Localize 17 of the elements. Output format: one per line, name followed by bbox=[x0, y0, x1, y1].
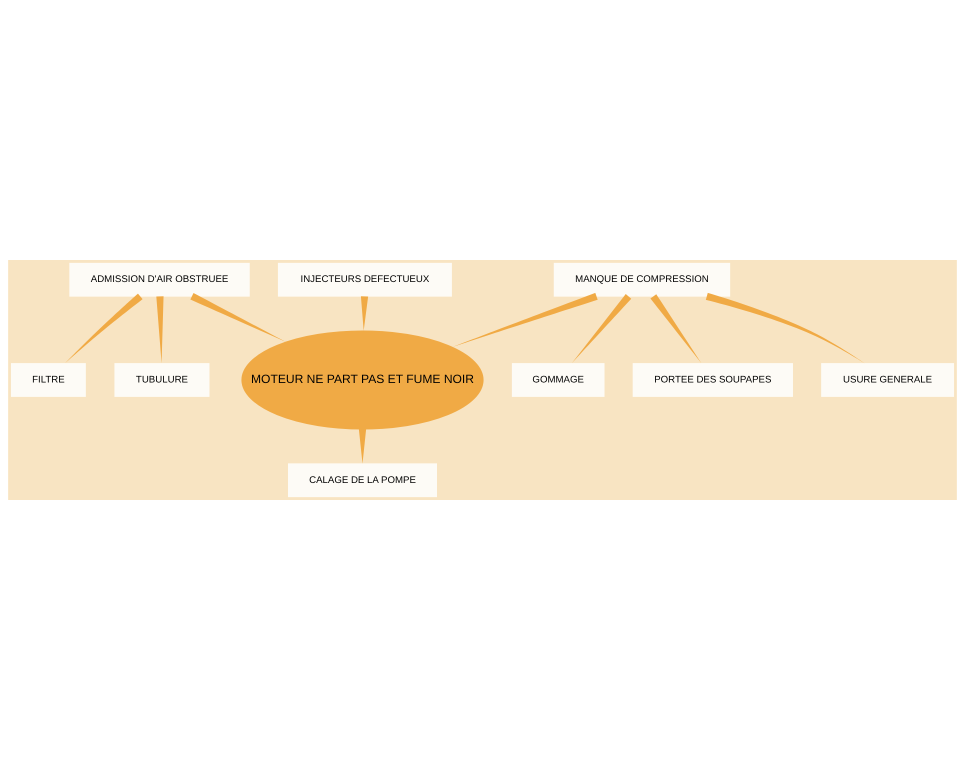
node-box: ADMISSION D'AIR OBSTRUEE bbox=[69, 262, 250, 297]
node-box: FILTRE bbox=[10, 363, 86, 397]
connector bbox=[706, 292, 865, 364]
node-ellipse: MOTEUR NE PART PAS ET FUME NOIR bbox=[241, 330, 484, 430]
node-box: CALAGE DE LA POMPE bbox=[288, 463, 437, 498]
connector bbox=[190, 293, 286, 342]
node-box: MANQUE DE COMPRESSION bbox=[554, 262, 730, 297]
node-box: GOMMAGE bbox=[512, 363, 605, 397]
connector bbox=[360, 296, 368, 331]
connector bbox=[572, 294, 632, 364]
node-box: TUBULURE bbox=[114, 363, 210, 397]
node-box: PORTEE DES SOUPAPES bbox=[632, 363, 793, 397]
connector bbox=[64, 294, 143, 364]
node-box: USURE GENERALE bbox=[821, 363, 954, 397]
connector bbox=[358, 429, 366, 464]
node-box: INJECTEURS DEFECTUEUX bbox=[278, 262, 452, 297]
connector bbox=[650, 294, 702, 364]
